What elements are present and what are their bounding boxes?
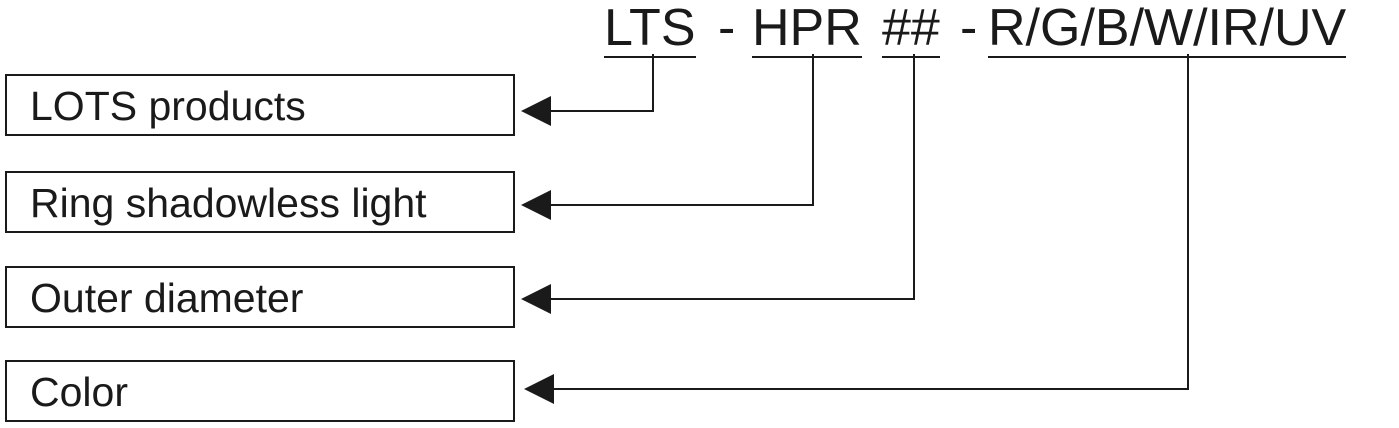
label-box-ring-light: Ring shadowless light bbox=[5, 171, 515, 233]
arrow-head-2 bbox=[521, 190, 551, 220]
code-colors: R/G/B/W/IR/UV bbox=[988, 0, 1347, 58]
label-box-outer-diameter: Outer diameter bbox=[5, 266, 515, 328]
label-lots-products: LOTS products bbox=[30, 83, 306, 129]
label-ring-light: Ring shadowless light bbox=[30, 180, 427, 226]
label-box-lots-products: LOTS products bbox=[5, 74, 515, 136]
code-series: HPR bbox=[752, 0, 862, 58]
arrow-head-3 bbox=[521, 284, 551, 314]
connector-colors bbox=[548, 54, 1189, 390]
code-separator-1: - bbox=[718, 0, 736, 57]
code-size: ## bbox=[882, 0, 940, 58]
label-outer-diameter: Outer diameter bbox=[30, 275, 304, 321]
connector-series bbox=[548, 54, 814, 206]
code-separator-2: - bbox=[960, 0, 978, 57]
label-color: Color bbox=[30, 369, 128, 415]
model-code: LTS - HPR ## - R/G/B/W/IR/UV bbox=[0, 0, 1399, 60]
code-prefix: LTS bbox=[604, 0, 696, 58]
label-box-color: Color bbox=[5, 360, 515, 422]
arrow-head-4 bbox=[524, 374, 554, 404]
arrow-head-1 bbox=[521, 96, 551, 126]
connector-size bbox=[548, 54, 915, 300]
connector-prefix bbox=[548, 54, 654, 112]
